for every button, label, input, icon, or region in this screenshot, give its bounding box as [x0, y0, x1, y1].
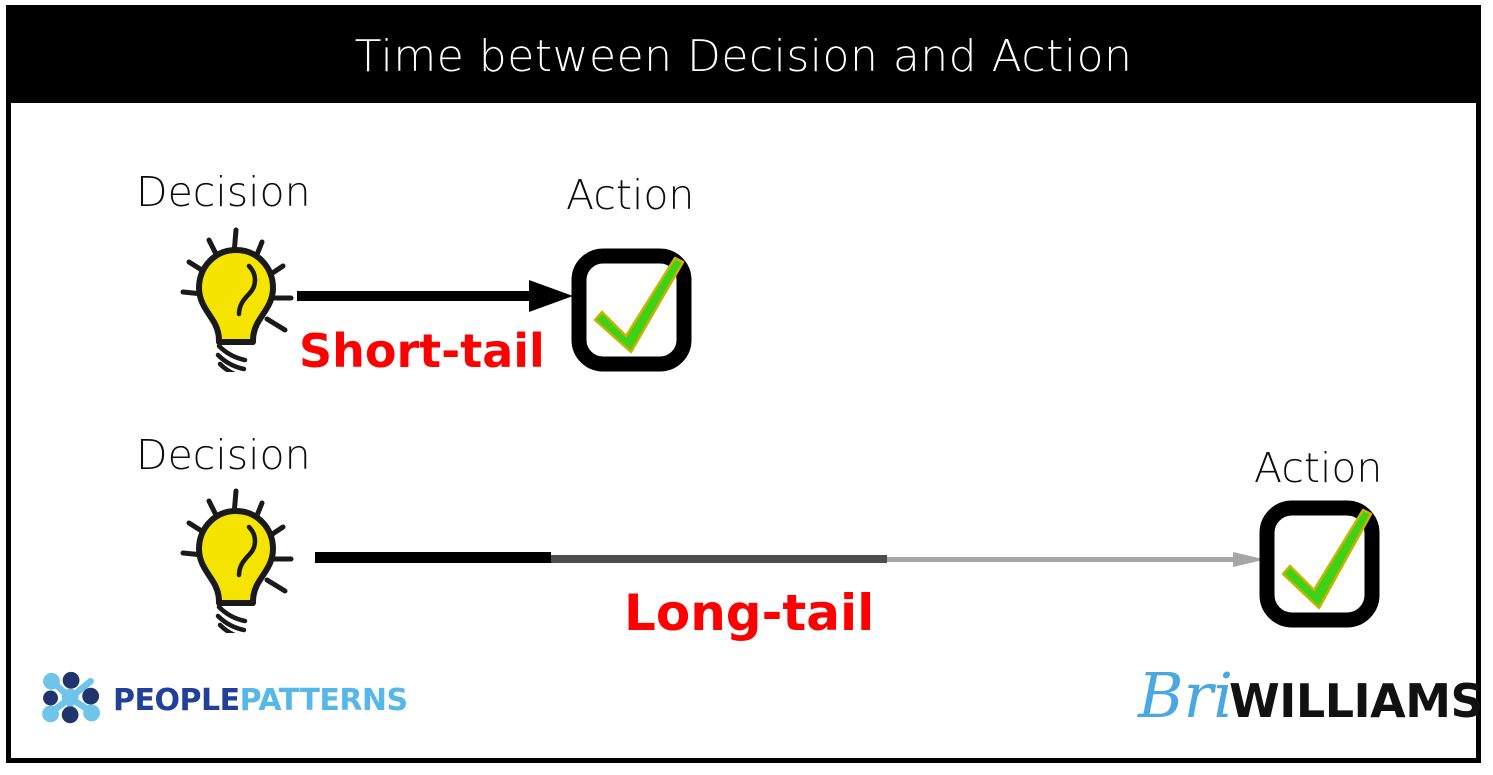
people-patterns-word-one: PEOPLE — [113, 683, 240, 718]
slide-frame: Time between Decision and Action Decisio… — [6, 5, 1484, 763]
people-patterns-logo: PEOPLE PATTERNS — [39, 670, 408, 731]
row1-decision-label: Decision — [136, 168, 311, 216]
row1-tail-label: Short-tail — [299, 324, 545, 378]
people-patterns-network-icon — [39, 670, 105, 731]
page-title: Time between Decision and Action — [354, 30, 1133, 82]
row2-decision-label: Decision — [136, 431, 311, 479]
row2-tail-label: Long-tail — [624, 584, 875, 642]
row1-arrow — [297, 272, 577, 320]
people-patterns-word-two: PATTERNS — [239, 683, 409, 718]
checkbox-check-icon — [1259, 498, 1384, 628]
row1-action-label: Action — [566, 171, 695, 219]
lightbulb-icon — [161, 222, 311, 379]
bri-script-wordmark: Bri — [1138, 659, 1234, 732]
title-banner: Time between Decision and Action — [11, 10, 1476, 103]
williams-wordmark: WILLIAMS — [1229, 674, 1484, 728]
row2-action-label: Action — [1254, 444, 1383, 492]
bri-williams-logo: Bri WILLIAMS — [1138, 659, 1484, 732]
lightbulb-icon — [161, 483, 311, 640]
row2-arrow — [315, 540, 1275, 576]
checkbox-check-icon — [571, 248, 696, 373]
